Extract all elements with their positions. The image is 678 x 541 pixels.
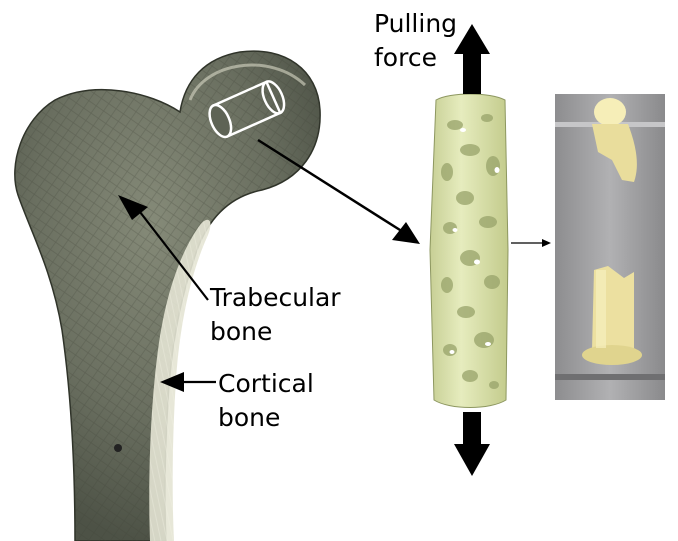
pulling-force-label-line2: force [374,43,437,72]
force-arrow-down [454,412,490,476]
nutrient-foramen [114,444,122,452]
trabecular-specimen [430,94,508,408]
pulling-force-label-line1: Pulling [374,9,457,38]
cortical-label-line1: Cortical [218,369,314,398]
force-arrow-up [454,24,490,94]
trabecular-label-line1: Trabecular [209,283,341,312]
trabecular-label-line2: bone [210,317,272,346]
fracture-photo [555,94,665,400]
photo-arrow [511,239,551,247]
sample-arrow [258,140,420,244]
cortical-label-line2: bone [218,403,280,432]
